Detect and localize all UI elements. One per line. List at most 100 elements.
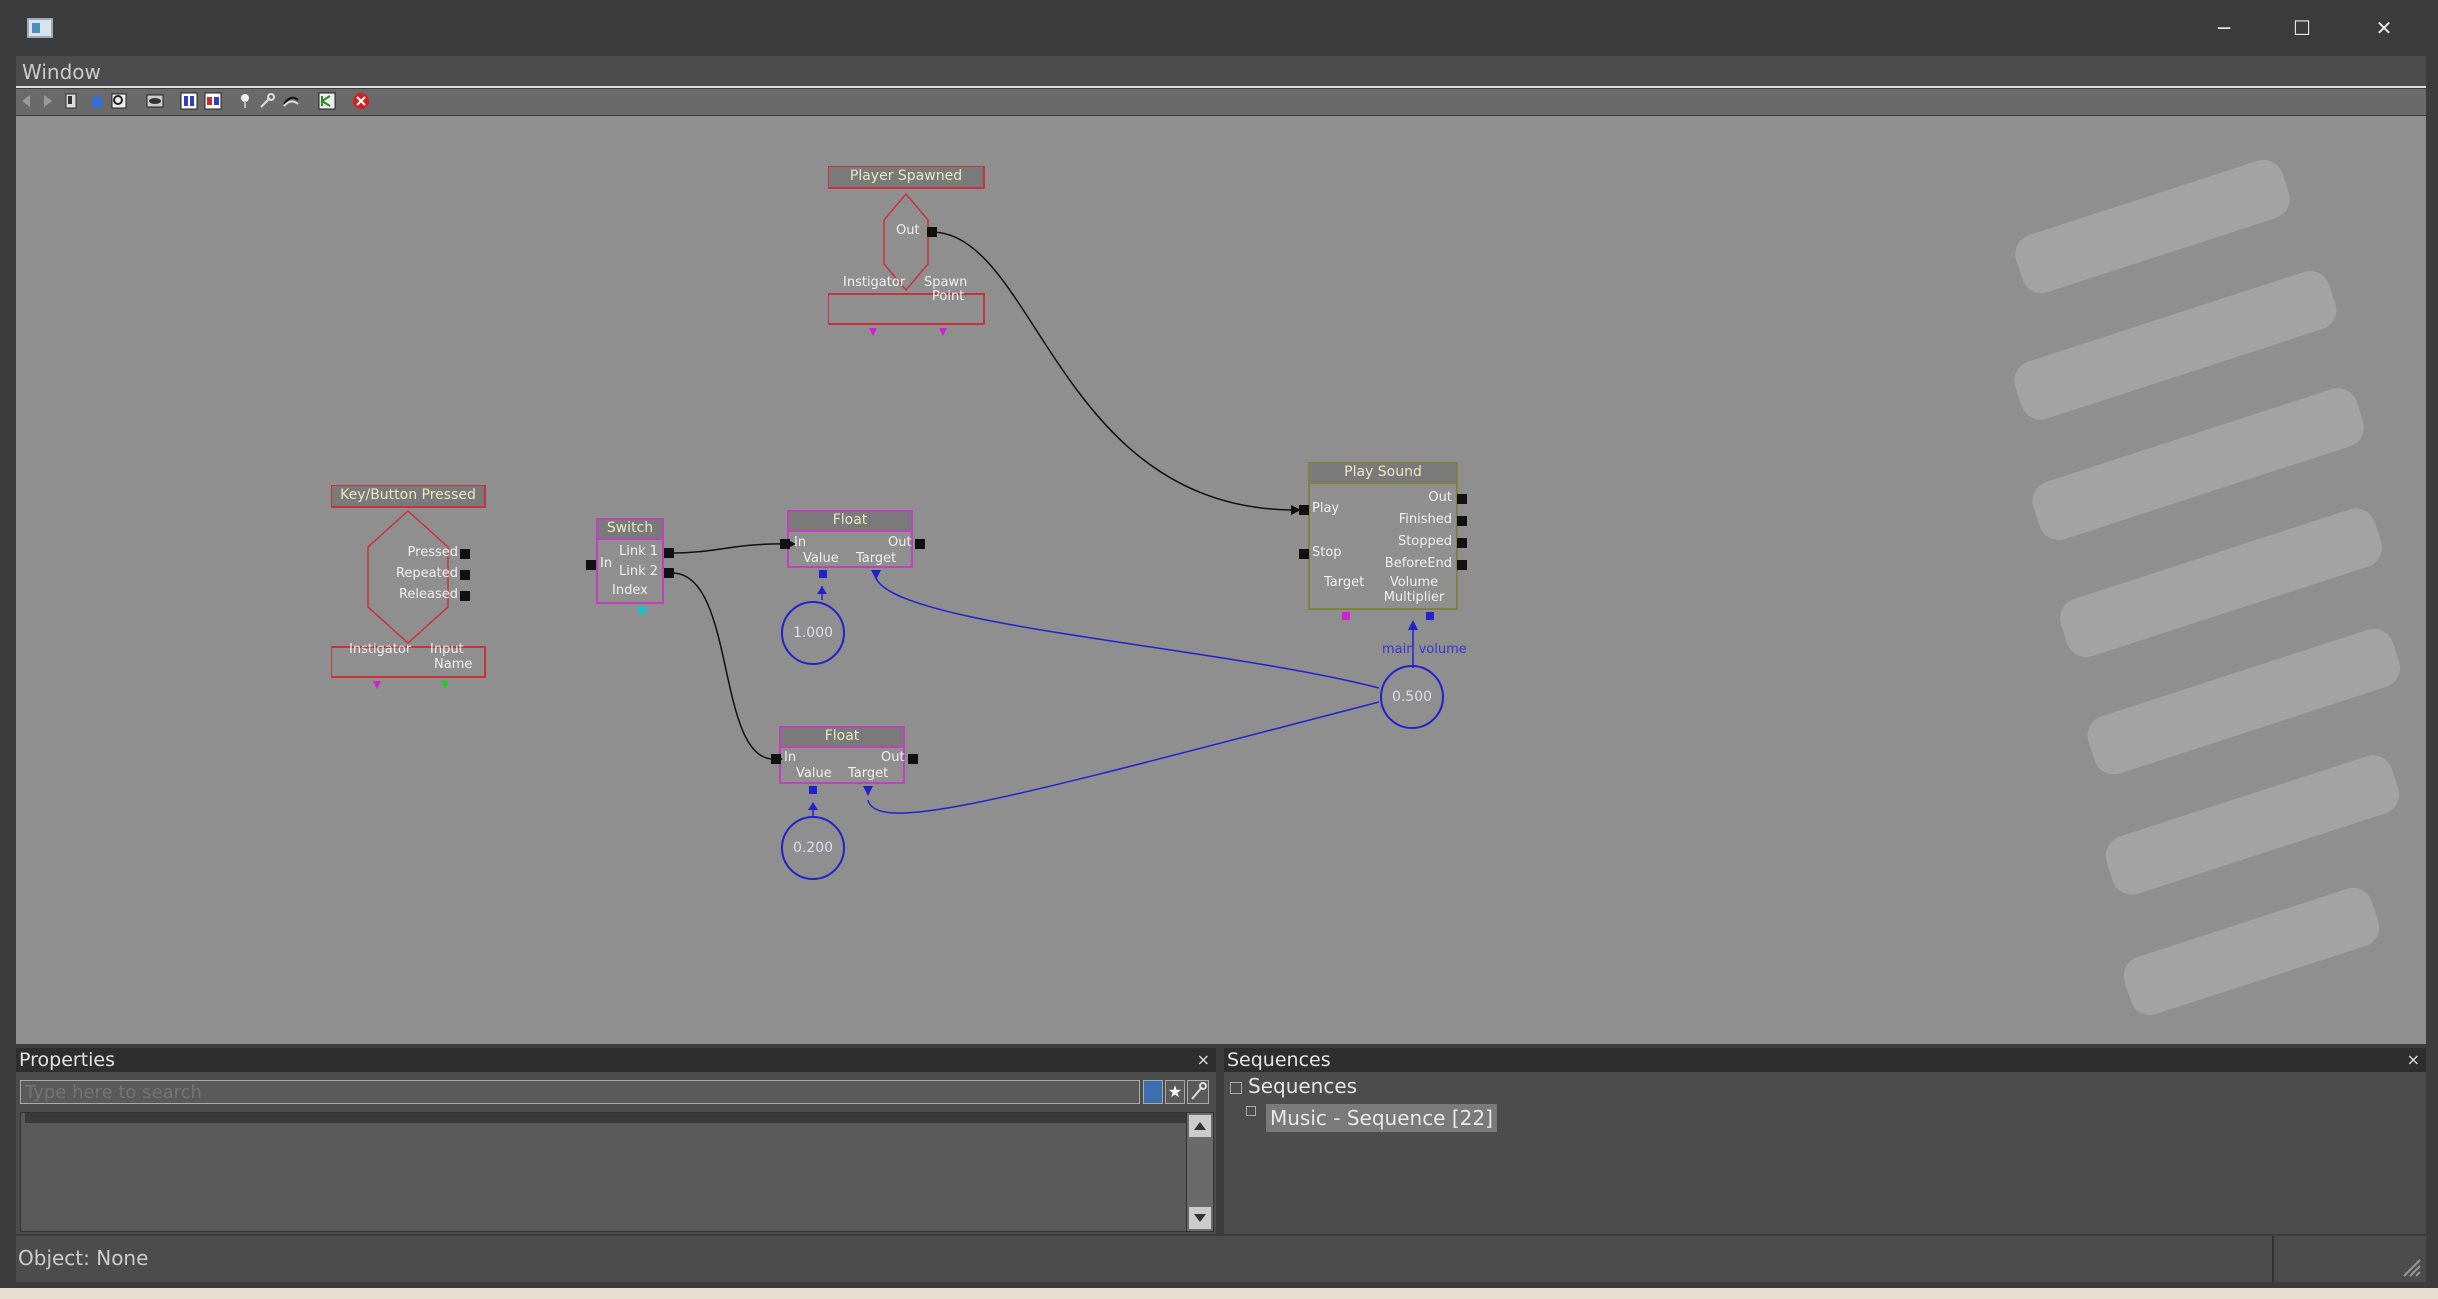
search-options-icon[interactable] <box>1143 1080 1163 1104</box>
close-button[interactable]: ✕ <box>2375 16 2393 40</box>
sequences-close-button[interactable]: × <box>2406 1050 2420 1069</box>
stop-connector[interactable] <box>1299 549 1309 559</box>
back-icon[interactable] <box>18 92 36 110</box>
properties-list <box>20 1112 1192 1232</box>
pressed-label: Pressed <box>407 545 458 560</box>
properties-close-button[interactable]: × <box>1196 1050 1210 1069</box>
released-connector[interactable] <box>460 591 470 601</box>
scroll-up-icon[interactable] <box>1189 1115 1211 1137</box>
in-label: In <box>794 535 807 550</box>
finished-label: Finished <box>1398 512 1452 527</box>
out-connector[interactable] <box>908 754 918 764</box>
node-title: Key/Button Pressed <box>340 487 476 503</box>
watermark-logo <box>2014 159 2401 1015</box>
minimize-button[interactable]: ─ <box>2217 16 2231 40</box>
link2-connector[interactable] <box>664 568 674 578</box>
property-tools-icon[interactable] <box>1187 1080 1209 1104</box>
multiplier-label: Multiplier <box>1383 590 1445 605</box>
node-title: Float <box>824 728 860 744</box>
bookmark-icon[interactable] <box>62 92 80 110</box>
link1-connector[interactable] <box>664 548 674 558</box>
view-icon[interactable] <box>146 92 164 110</box>
scroll-down-icon[interactable] <box>1189 1207 1211 1229</box>
sequence-item-music[interactable]: Music - Sequence [22] <box>1266 1104 1497 1132</box>
link2-label: Link 2 <box>618 564 658 579</box>
menu-window[interactable]: Window <box>22 60 101 84</box>
repeated-label: Repeated <box>395 566 458 581</box>
instigator-label: Instigator <box>349 642 412 657</box>
out-connector[interactable] <box>915 539 925 549</box>
sequences-root-item[interactable]: Sequences <box>1248 1074 1358 1098</box>
node-title: Float <box>832 512 868 528</box>
out-connector[interactable] <box>1457 494 1467 504</box>
forward-icon[interactable] <box>38 92 56 110</box>
in-connector[interactable] <box>780 539 790 549</box>
close-red-icon[interactable] <box>352 92 370 110</box>
spawn-label: Spawn <box>924 275 968 290</box>
pressed-connector[interactable] <box>460 549 470 559</box>
resize-grip-icon[interactable] <box>2400 1256 2422 1278</box>
app-icon <box>27 18 53 38</box>
kismet-icon[interactable] <box>318 92 336 110</box>
properties-panel: Properties × ★ <box>16 1048 1216 1234</box>
instigator-label: Instigator <box>843 275 906 290</box>
float-variable-2[interactable]: 0.200 <box>781 816 845 880</box>
out-connector[interactable] <box>927 227 937 237</box>
properties-header: Properties × <box>16 1048 1216 1072</box>
target-label: Target <box>1324 575 1365 590</box>
tools-icon[interactable] <box>258 92 276 110</box>
sequence-icon[interactable] <box>180 92 198 110</box>
point-label: Point <box>932 289 965 304</box>
in-connector[interactable] <box>586 560 596 570</box>
released-label: Released <box>398 587 458 602</box>
in-label: In <box>784 750 797 765</box>
link-icon[interactable] <box>282 92 300 110</box>
sequence-node-icon <box>1246 1106 1256 1116</box>
favorite-star-icon[interactable]: ★ <box>1165 1080 1185 1104</box>
target-label: Target <box>848 766 889 781</box>
wire-link1-to-float1 <box>671 543 787 554</box>
float-variable-1[interactable]: 1.000 <box>781 601 845 665</box>
sequences-title: Sequences <box>1227 1049 1331 1071</box>
repeated-connector[interactable] <box>460 570 470 580</box>
collapse-icon[interactable] <box>1230 1082 1242 1094</box>
wire-float1-target <box>875 577 1380 689</box>
properties-search-input[interactable] <box>20 1080 1140 1104</box>
name-label: Name <box>434 657 473 672</box>
toolbar <box>16 89 2426 115</box>
target-label: Target <box>856 551 897 566</box>
value-label: Value <box>803 551 839 566</box>
zoom-fit-icon[interactable] <box>110 92 128 110</box>
out-label: Out <box>1428 490 1452 505</box>
maximize-button[interactable]: ☐ <box>2293 16 2311 40</box>
kismet-canvas[interactable]: Player Spawned Out Instigator Spawn Poin… <box>16 116 2426 1044</box>
play-connector[interactable] <box>1299 505 1309 515</box>
properties-scrollbar[interactable] <box>1186 1112 1214 1232</box>
node-title: Player Spawned <box>849 168 963 184</box>
stopped-connector[interactable] <box>1457 538 1467 548</box>
bottom-strip <box>0 1288 2438 1299</box>
play-label: Play <box>1312 501 1340 516</box>
main-volume-variable[interactable]: 0.500 <box>1380 665 1444 729</box>
stopped-label: Stopped <box>1397 534 1452 549</box>
pin-icon[interactable] <box>236 92 254 110</box>
value-label: Value <box>796 766 832 781</box>
volume-label: Volume <box>1389 575 1439 590</box>
out-label: Out <box>896 223 920 238</box>
status-divider <box>2272 1236 2274 1282</box>
new-sequence-icon[interactable] <box>204 92 222 110</box>
index-label: Index <box>612 583 648 598</box>
home-icon[interactable] <box>88 92 106 110</box>
status-text: Object: None <box>18 1246 149 1270</box>
input-label: Input <box>430 642 464 657</box>
finished-connector[interactable] <box>1457 516 1467 526</box>
main-volume-label: main volume <box>1382 642 1467 657</box>
before-end-label: BeforeEnd <box>1384 556 1452 571</box>
properties-header-strip <box>25 1113 1189 1123</box>
in-connector[interactable] <box>771 754 781 764</box>
menu-bar: Window <box>16 56 2426 88</box>
before-end-connector[interactable] <box>1457 560 1467 570</box>
properties-title: Properties <box>19 1049 116 1071</box>
sequences-panel: Sequences × Sequences Music - Sequence [… <box>1224 1048 2426 1234</box>
stop-label: Stop <box>1312 545 1342 560</box>
